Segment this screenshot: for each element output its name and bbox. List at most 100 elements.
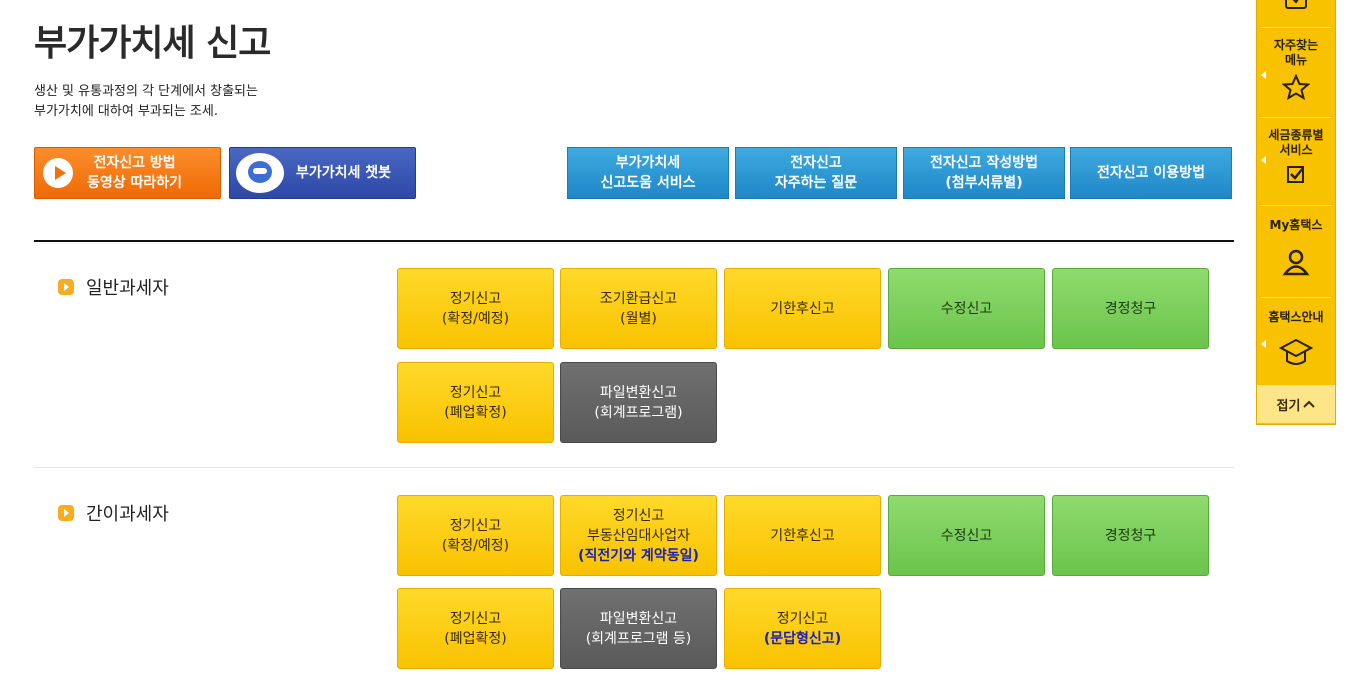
sidebar-item-label: 자주찾는 [1273, 38, 1319, 52]
button-line: 경정청구 [1104, 300, 1157, 317]
usage-label: 전자신고 이용방법 [1097, 165, 1205, 181]
sidebar-arrow-icon [1261, 71, 1266, 79]
button-line: (확정/예정) [441, 310, 510, 327]
page-title: 부가가치세 신고 [34, 23, 271, 64]
button-line: 기한후신고 [770, 527, 835, 544]
button-line: 정기신고 [449, 384, 502, 401]
section-separator [34, 467, 1234, 468]
help-service-button[interactable]: 부가가치세 신고도움 서비스 [567, 147, 729, 199]
bullet-arrow-icon [58, 279, 74, 295]
sidebar-separator [1261, 27, 1331, 28]
button-note: (직전기와 계약동일) [578, 547, 699, 564]
simplified-qa-report-button[interactable]: 정기신고 (문답형신고) [724, 588, 881, 669]
faq-label: 전자신고 자주하는 질문 [775, 153, 857, 193]
button-line: (폐업확정) [444, 630, 507, 647]
sidebar-separator [1261, 297, 1331, 298]
sidebar-separator [1261, 205, 1331, 206]
general-early-refund-button[interactable]: 조기환급신고 (월별) [560, 268, 717, 349]
description-line-2: 부가가치에 대하여 부과되는 조세. [34, 104, 218, 119]
sidebar-item-favorites[interactable]: 자주찾는 메뉴 [1257, 38, 1335, 100]
simplified-file-conversion-button[interactable]: 파일변환신고 (회계프로그램 등) [560, 588, 717, 669]
sidebar-fold-label: 접기 [1276, 398, 1301, 414]
button-line: 파일변환신고 [599, 384, 678, 401]
play-icon [43, 158, 73, 188]
chevron-up-icon [1303, 400, 1316, 408]
simplified-amended-report-button[interactable]: 수정신고 [888, 495, 1045, 576]
star-icon [1282, 74, 1310, 100]
button-line: 부동산임대사업자 [586, 527, 691, 544]
sidebar-item-label: My홈택스 [1269, 218, 1323, 232]
graduation-cap-icon [1279, 338, 1313, 365]
section-label-simplified: 간이과세자 [58, 500, 169, 526]
button-line: 경정청구 [1104, 527, 1157, 544]
help-service-line-1: 부가가치세 [615, 155, 681, 171]
button-line: 정기신고 [449, 290, 502, 307]
howto-line-1: 전자신고 작성방법 [930, 155, 1038, 171]
bullet-arrow-icon [58, 505, 74, 521]
help-service-label: 부가가치세 신고도움 서비스 [600, 153, 695, 193]
howto-button[interactable]: 전자신고 작성방법 (첨부서류별) [903, 147, 1065, 199]
faq-line-2: 자주하는 질문 [774, 175, 858, 191]
button-line: 파일변환신고 [599, 610, 678, 627]
user-icon [1282, 249, 1310, 276]
general-closure-report-button[interactable]: 정기신고 (폐업확정) [397, 362, 554, 443]
button-line: 정기신고 [776, 610, 829, 627]
general-file-conversion-button[interactable]: 파일변환신고 (회계프로그램) [560, 362, 717, 443]
quick-menu-sidebar: 자주찾는 메뉴 세금종류별 서비스 My홈택스 홈택스안내 접기 [1256, 0, 1336, 425]
video-guide-button[interactable]: 전자신고 방법 동영상 따라하기 [34, 147, 221, 199]
sidebar-item-label: 서비스 [1279, 143, 1313, 157]
video-guide-label: 전자신고 방법 동영상 따라하기 [87, 153, 182, 193]
chatbot-button[interactable]: 부가가치세 챗봇 [229, 147, 416, 199]
sidebar-item-label: 메뉴 [1284, 53, 1308, 67]
chatbot-icon [236, 153, 284, 193]
sidebar-separator [1261, 117, 1331, 118]
button-line: (확정/예정) [441, 537, 510, 554]
sidebar-arrow-icon [1261, 156, 1266, 164]
simplified-correction-claim-button[interactable]: 경정청구 [1052, 495, 1209, 576]
sidebar-item-tax-services[interactable]: 세금종류별 서비스 [1257, 128, 1335, 184]
button-line: (회계프로그램 등) [585, 630, 692, 647]
simplified-rental-report-button[interactable]: 정기신고 부동산임대사업자 (직전기와 계약동일) [560, 495, 717, 576]
button-line: (폐업확정) [444, 404, 507, 421]
general-amended-report-button[interactable]: 수정신고 [888, 268, 1045, 349]
general-late-report-button[interactable]: 기한후신고 [724, 268, 881, 349]
button-line: 수정신고 [940, 300, 993, 317]
button-line: 수정신고 [940, 527, 993, 544]
sidebar-arrow-icon [1261, 340, 1266, 348]
sidebar-item-label: 세금종류별 [1268, 128, 1324, 142]
general-regular-report-button[interactable]: 정기신고 (확정/예정) [397, 268, 554, 349]
howto-label: 전자신고 작성방법 (첨부서류별) [930, 153, 1038, 193]
button-line: (월별) [620, 310, 657, 327]
help-service-line-2: 신고도움 서비스 [600, 175, 696, 191]
usage-button[interactable]: 전자신고 이용방법 [1070, 147, 1232, 199]
general-correction-claim-button[interactable]: 경정청구 [1052, 268, 1209, 349]
section-label-general: 일반과세자 [58, 274, 169, 300]
faq-button[interactable]: 전자신고 자주하는 질문 [735, 147, 897, 199]
section-label-simplified-text: 간이과세자 [86, 504, 169, 525]
checkbox-icon [1287, 166, 1304, 183]
button-line: 정기신고 [449, 610, 502, 627]
simplified-closure-report-button[interactable]: 정기신고 (폐업확정) [397, 588, 554, 669]
faq-line-1: 전자신고 [790, 155, 842, 171]
button-line: 기한후신고 [770, 300, 835, 317]
button-note: (문답형신고) [763, 630, 842, 647]
button-line: 조기환급신고 [599, 290, 678, 307]
button-line: (회계프로그램) [594, 404, 683, 421]
button-line: 정기신고 [449, 517, 502, 534]
page-description: 생산 및 유통과정의 각 단계에서 창출되는 부가가치에 대하여 부과되는 조세… [34, 82, 258, 122]
howto-line-2: (첨부서류별) [945, 175, 1023, 191]
section-label-general-text: 일반과세자 [86, 278, 169, 299]
chatbot-label: 부가가치세 챗봇 [296, 165, 392, 181]
sidebar-fold-button[interactable]: 접기 [1257, 385, 1335, 423]
section-divider [34, 240, 1234, 242]
calendar-icon [1285, 0, 1307, 9]
sidebar-item-my-hometax[interactable]: My홈택스 [1257, 218, 1335, 277]
simplified-regular-report-button[interactable]: 정기신고 (확정/예정) [397, 495, 554, 576]
simplified-late-report-button[interactable]: 기한후신고 [724, 495, 881, 576]
description-line-1: 생산 및 유통과정의 각 단계에서 창출되는 [34, 84, 258, 99]
sidebar-item-label: 홈택스안내 [1268, 310, 1324, 324]
button-line: 정기신고 [612, 507, 665, 524]
video-guide-line-2: 동영상 따라하기 [87, 175, 183, 191]
sidebar-item-guide[interactable]: 홈택스안내 [1257, 310, 1335, 367]
video-guide-line-1: 전자신고 방법 [93, 155, 176, 171]
